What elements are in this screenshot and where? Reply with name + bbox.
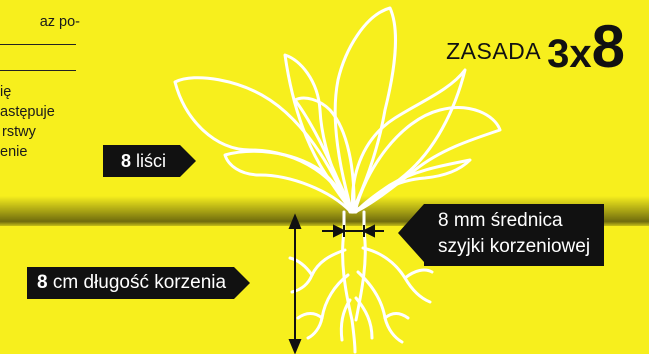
leaves-label-pointer xyxy=(180,145,196,177)
leaf xyxy=(295,98,354,212)
stem xyxy=(344,212,364,232)
title-three: 3 xyxy=(547,32,569,76)
title-word: ZASADA xyxy=(446,38,541,64)
leaves-label-text: liści xyxy=(136,151,166,171)
leaves-label-number: 8 xyxy=(121,151,131,171)
root xyxy=(405,270,432,278)
root-label-pointer xyxy=(234,267,250,299)
root-length-label: 8 cm długość korzenia xyxy=(27,267,234,299)
root-label-number: 8 xyxy=(37,272,48,293)
stem-label-line2: szyjki korzeniowej xyxy=(438,234,590,260)
root xyxy=(290,258,312,275)
title-x: x xyxy=(569,32,591,76)
root xyxy=(298,314,322,319)
arrow-head-up xyxy=(290,216,300,228)
leaf xyxy=(352,70,465,212)
title-eight: 8 xyxy=(592,13,625,80)
stem-diameter-label: 8 mm średnica szyjki korzeniowej xyxy=(424,204,604,266)
stem-label-pointer xyxy=(398,204,424,262)
stem-label-line1: 8 mm średnica xyxy=(438,208,590,234)
root xyxy=(358,272,402,342)
leaves-label: 8 liści xyxy=(103,145,180,177)
arrow-head-down xyxy=(290,340,300,352)
root xyxy=(385,314,408,319)
root-label-text: cm długość korzenia xyxy=(53,272,226,293)
